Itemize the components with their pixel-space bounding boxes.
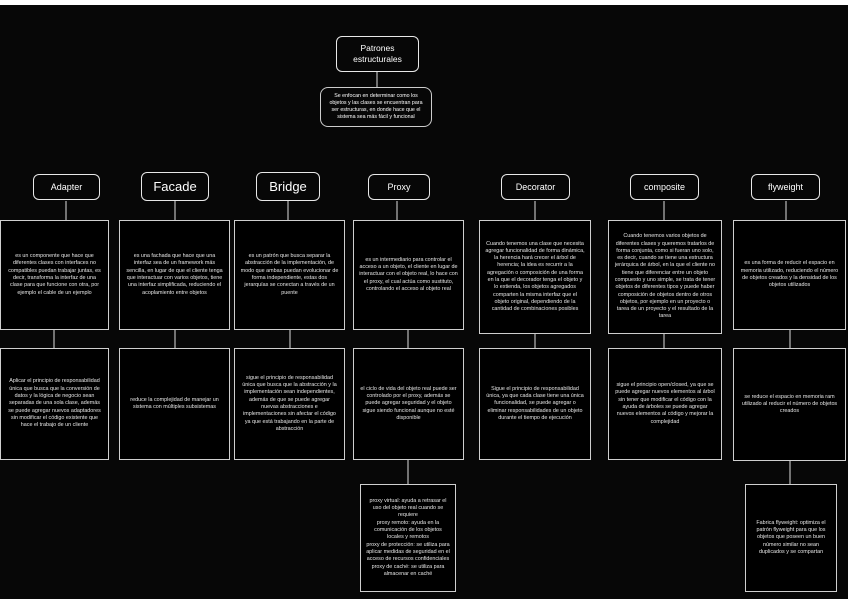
pattern-node-composite: composite (630, 174, 699, 200)
advantage-card-facade: reduce la complejidad de manejar un sist… (119, 348, 230, 460)
root-node: Patrones estructurales (336, 36, 419, 72)
pattern-node-proxy: Proxy (368, 174, 430, 200)
pattern-node-decorator: Decorator (501, 174, 570, 200)
pattern-node-flyweight: flyweight (751, 174, 820, 200)
extra-card-flyweight: Fabrica flyweight: optimiza el patrón fl… (745, 484, 837, 592)
definition-card-proxy: es un intermediario para controlar el ac… (353, 220, 464, 330)
advantage-card-adapter: Aplicar el principio de responsabilidad … (0, 348, 109, 460)
definition-card-adapter: es un componente que hace que diferentes… (0, 220, 109, 330)
definition-card-flyweight: es una forma de reducir el espacio en me… (733, 220, 846, 330)
definition-card-bridge: es un patrón que busca separar la abstra… (234, 220, 345, 330)
definition-card-decorator: Cuando tenemos una clase que necesita ag… (479, 220, 591, 334)
advantage-card-flyweight: se reduce el espacio en memoria ram util… (733, 348, 846, 461)
advantage-card-bridge: sigue el principio de responsabilidad ún… (234, 348, 345, 460)
pattern-node-adapter: Adapter (33, 174, 100, 200)
top-bar (0, 0, 848, 5)
definition-card-facade: es una fachada que hace que una interfaz… (119, 220, 230, 330)
extra-card-proxy: proxy virtual: ayuda a retrasar el uso d… (360, 484, 456, 592)
advantage-card-composite: sigue el principio open/closed, ya que s… (608, 348, 722, 460)
advantage-card-proxy: el ciclo de vida del objeto real puede s… (353, 348, 464, 460)
definition-card-composite: Cuando tenemos varios objetos de diferen… (608, 220, 722, 334)
advantage-card-decorator: Sigue el principio de responsabilidad ún… (479, 348, 591, 460)
root-description: Se enfocan en determinar como los objeto… (320, 87, 432, 127)
pattern-node-bridge: Bridge (256, 172, 320, 201)
pattern-node-facade: Facade (141, 172, 209, 201)
